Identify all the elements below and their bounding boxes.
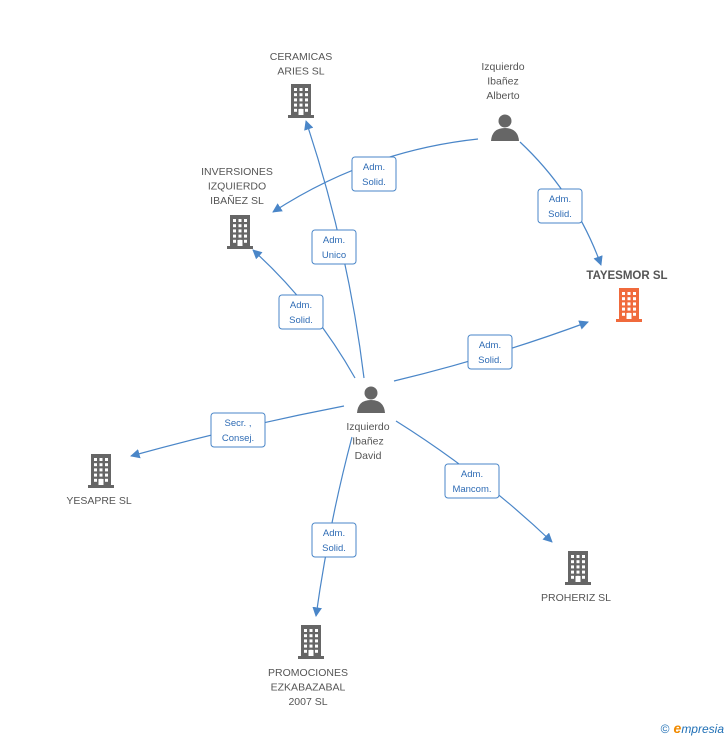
building-icon: [288, 84, 314, 118]
edge-label-line: Mancom.: [452, 484, 491, 495]
edge-label-line: Solid.: [478, 355, 502, 366]
node-label-line: PROHERIZ SL: [541, 592, 611, 604]
edge-label-box: [537, 188, 583, 224]
node-label-line: YESAPRE SL: [66, 495, 132, 507]
edge-label-david-proheriz[interactable]: Adm. Mancom.: [444, 463, 500, 499]
node-ceramicas[interactable]: CERAMICAS ARIES SL: [270, 51, 332, 118]
edge-label-line: Solid.: [548, 209, 572, 220]
node-label-line: TAYESMOR SL: [586, 270, 667, 282]
node-label-line: Ibañez: [352, 436, 384, 448]
node-proheriz[interactable]: PROHERIZ SL: [541, 551, 611, 604]
footer-brand[interactable]: ©empresia: [661, 720, 724, 736]
brand-name: mpresia: [681, 722, 724, 736]
building-icon: [88, 454, 114, 488]
node-label-line: Izquierdo: [481, 61, 524, 73]
edge-label-line: Adm.: [363, 162, 385, 173]
node-label-line: INVERSIONES: [201, 166, 273, 178]
node-promociones[interactable]: PROMOCIONES EZKABAZABAL 2007 SL: [268, 625, 348, 708]
edge-label-line: Solid.: [322, 543, 346, 554]
node-tayesmor[interactable]: TAYESMOR SL: [586, 270, 668, 322]
edge-label-david-inversiones[interactable]: Adm. Solid.: [278, 294, 324, 330]
edge-label-box: [467, 334, 513, 370]
edge-label-line: Consej.: [222, 433, 254, 444]
person-icon: [491, 114, 519, 141]
edge-label-box: [351, 156, 397, 192]
copyright-symbol: ©: [660, 722, 670, 736]
edge-label-line: Solid.: [362, 177, 386, 188]
node-label-line: IBAÑEZ SL: [210, 194, 264, 207]
edge-label-david-yesapre[interactable]: Secr. , Consej.: [210, 412, 266, 448]
node-label-line: EZKABAZABAL: [271, 682, 346, 694]
edge-label-box: [444, 463, 500, 499]
node-yesapre[interactable]: YESAPRE SL: [66, 454, 132, 507]
node-label-line: CERAMICAS: [270, 51, 332, 63]
edge-label-david-tayesmor[interactable]: Adm. Solid.: [467, 334, 513, 370]
brand-logo-e: e: [673, 720, 682, 736]
edge-label-line: Secr. ,: [225, 418, 252, 429]
edge-label-box: [311, 229, 357, 265]
node-label-line: Ibañez: [487, 76, 519, 88]
node-label-line: Alberto: [486, 90, 519, 102]
edge-label-line: Adm.: [549, 194, 571, 205]
node-label-line: ARIES SL: [277, 66, 324, 78]
edge-label-box: [210, 412, 266, 448]
edge-label-line: Adm.: [290, 300, 312, 311]
building-icon: [565, 551, 591, 585]
nodes-layer: CERAMICAS ARIES SL INVERSIONES IZQUIERDOIBA…: [66, 51, 667, 708]
edge-label-line: Adm.: [461, 469, 483, 480]
edge-label-line: Unico: [322, 250, 346, 261]
edge-label-david-ceramicas[interactable]: Adm. Unico: [311, 229, 357, 265]
edge-label-line: Solid.: [289, 315, 313, 326]
edge-label-line: Adm.: [479, 340, 501, 351]
edge-label-box: [278, 294, 324, 330]
edge-label-box: [311, 522, 357, 558]
node-label-line: IZQUIERDO: [208, 181, 266, 193]
node-label-line: 2007 SL: [288, 696, 327, 708]
edge-label-line: Adm.: [323, 235, 345, 246]
edge-label-david-promociones[interactable]: Adm. Solid.: [311, 522, 357, 558]
edges-layer: [130, 120, 603, 617]
edge-labels-layer: Adm.Solid.Adm.Solid.Adm.UnicoAdm.Solid.A…: [210, 156, 583, 558]
edge-label-line: Adm.: [323, 528, 345, 539]
building-icon: [616, 288, 642, 322]
building-icon: [298, 625, 324, 659]
edge-label-alberto-inversiones[interactable]: Adm. Solid.: [351, 156, 397, 192]
person-icon: [357, 386, 385, 413]
edge-label-alberto-tayesmor[interactable]: Adm. Solid.: [537, 188, 583, 224]
node-label-line: PROMOCIONES: [268, 667, 348, 679]
building-icon: [227, 215, 253, 249]
node-label-line: David: [355, 450, 382, 462]
node-label-line: Izquierdo: [346, 421, 389, 433]
